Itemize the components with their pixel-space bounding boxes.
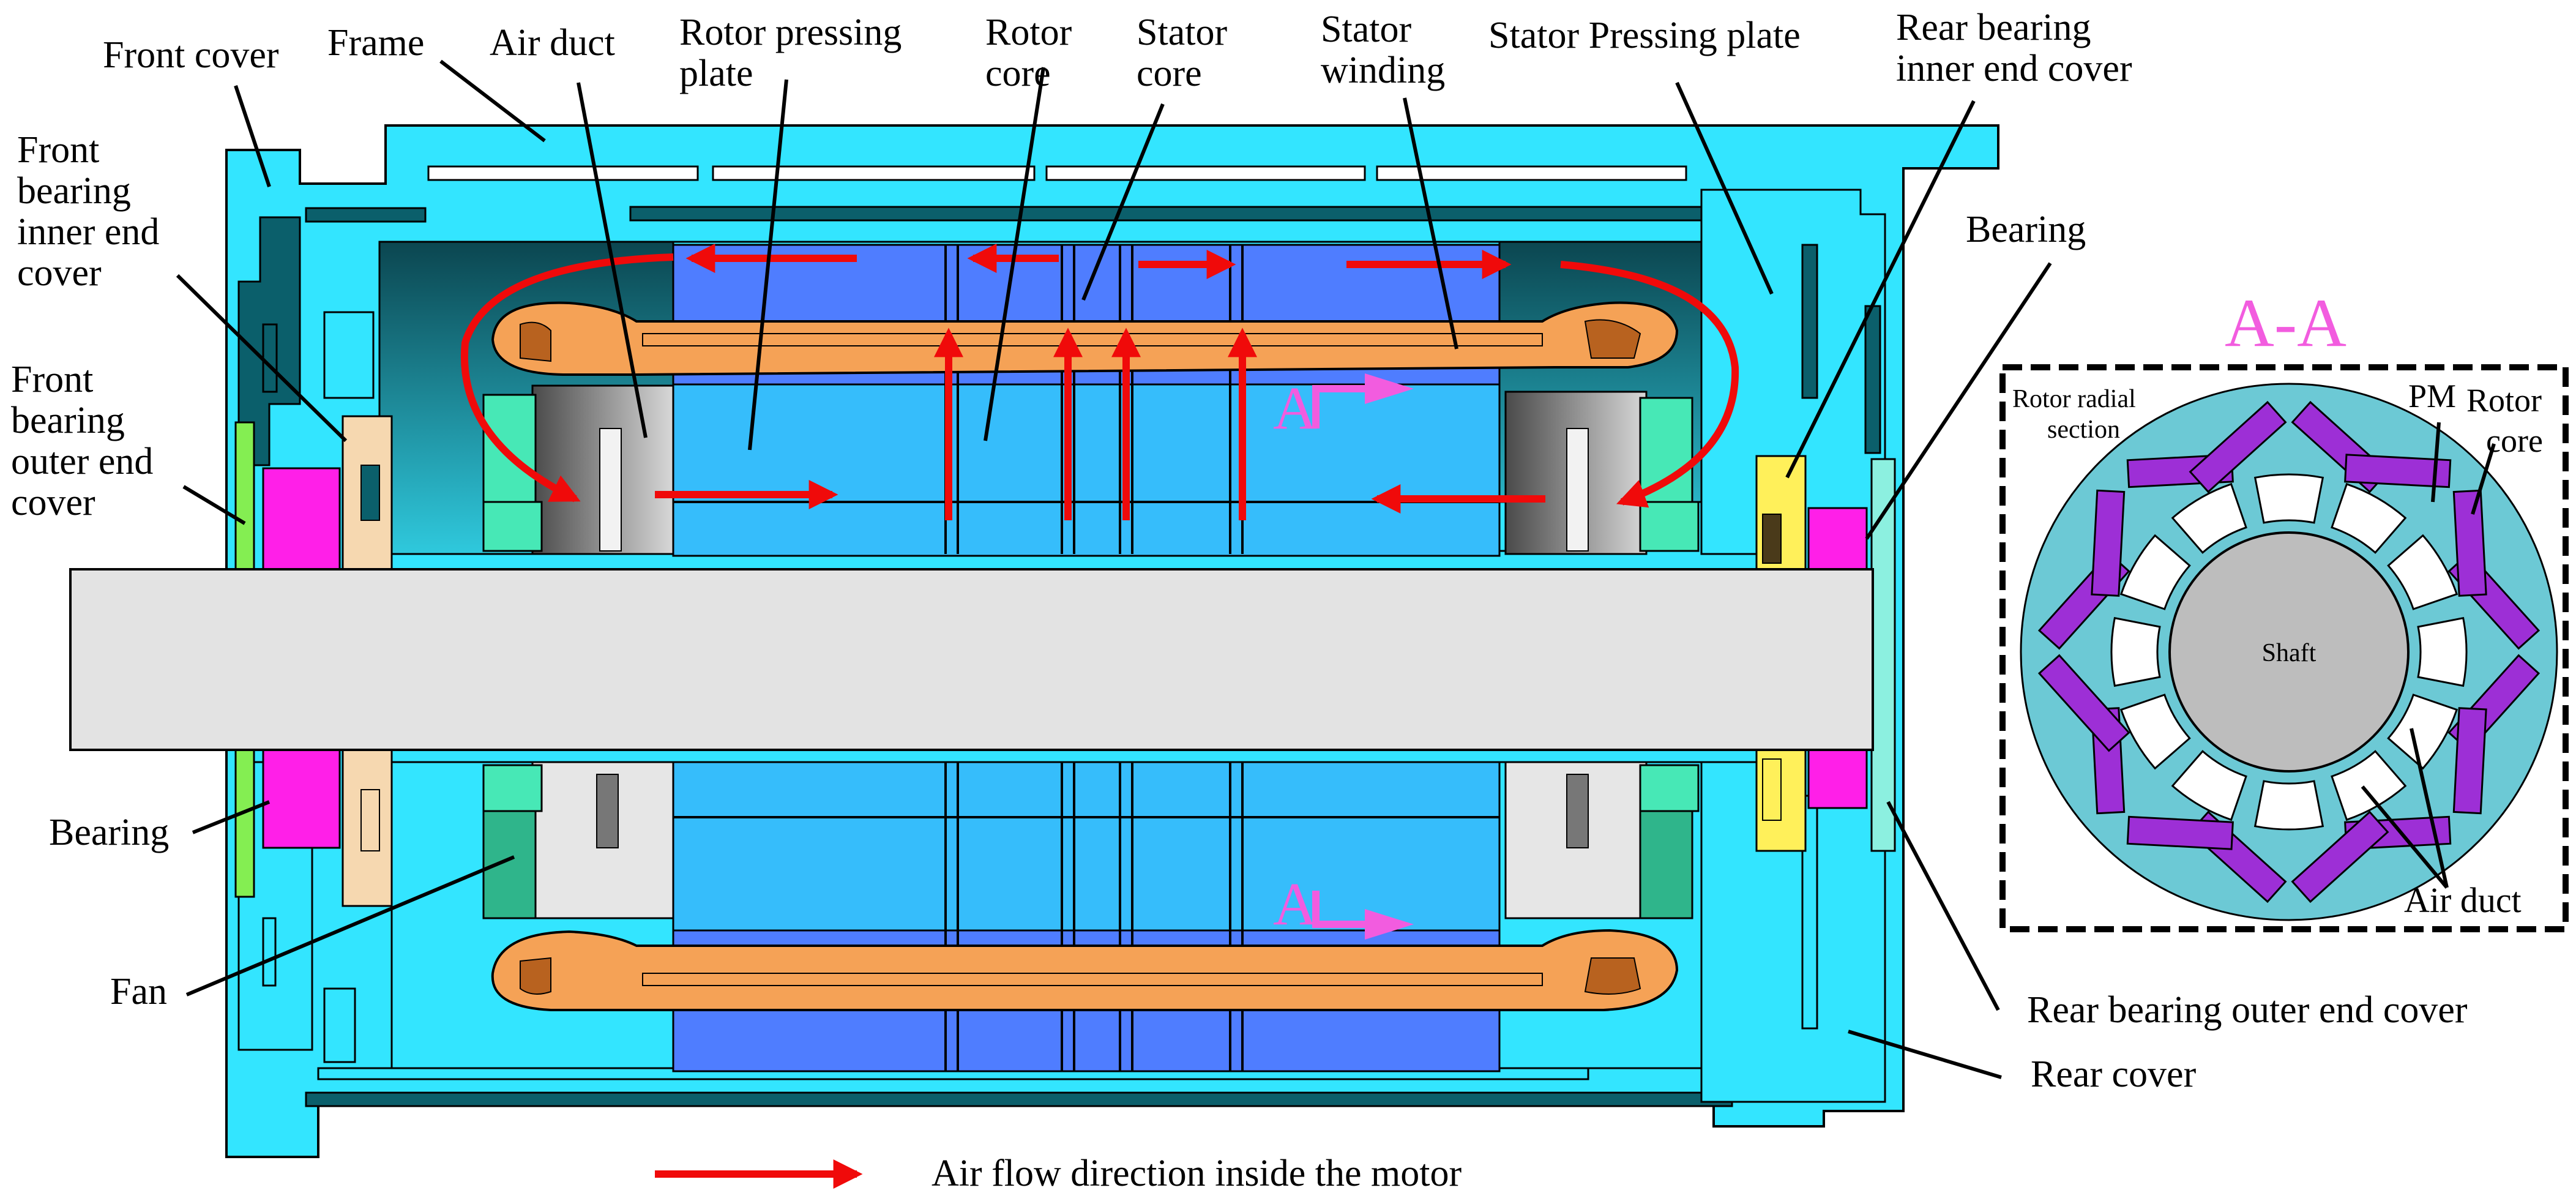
pm-magnet [2291,810,2389,904]
label-front-bearing-outer-end-cover-2: bearing [11,400,125,441]
pm-magnet [2189,400,2287,493]
legend: Air flow direction inside the motor [655,1153,1462,1194]
label-bearing-front: Bearing [49,812,169,853]
pm-magnet [2037,654,2130,752]
pm-magnet [2452,707,2487,815]
label-front-bearing-outer-end-cover-3: outer end [11,441,153,482]
label-rear-bearing-inner-end-cover-2: inner end cover [1896,48,2132,89]
label-air-duct: Air duct [490,22,615,64]
label-rear-bearing-outer-end-cover: Rear bearing outer end cover [2027,989,2468,1031]
leader-lines [176,59,2052,1079]
air-duct-hole [2331,750,2407,821]
label-front-bearing-inner-end-cover-2: bearing [17,170,131,212]
air-duct-hole [2331,482,2407,554]
pm-magnet [2126,815,2234,850]
legend-text: Air flow direction inside the motor [931,1153,1462,1194]
label-front-bearing-inner-end-cover-4: cover [17,252,102,294]
air-duct-hole [2387,534,2458,610]
air-duct-hole [2171,750,2247,821]
shaft [69,568,1874,751]
label-stator-core-1: Stator [1137,12,1227,53]
label-front-bearing-inner-end-cover-1: Front [17,129,99,171]
label-pm: PM [2408,378,2456,414]
label-section-air-duct: Air duct [2404,880,2522,920]
section-title: A-A [2225,285,2346,361]
label-rear-bearing-inner-end-cover-1: Rear bearing [1896,7,2091,48]
air-duct-group [2110,473,2468,831]
stator-winding [491,301,1679,1011]
air-duct-hole [2171,482,2247,554]
label-section-rotor-core-1: Rotor [2466,382,2542,419]
shaft-section [2168,531,2410,773]
label-rotor-core-1: Rotor [985,12,1072,53]
label-stator-winding-1: Stator [1321,9,1411,50]
pm-group [2037,400,2541,904]
airflow-arrows [461,244,1739,520]
air-duct-hole [2417,616,2468,687]
label-front-bearing-inner-end-cover-3: inner end [17,211,159,253]
pm-magnet [2452,489,2487,597]
section-marker-bottom: A [1273,870,1414,940]
label-front-bearing-outer-end-cover-4: cover [11,482,95,523]
stator-rotor-cores [531,244,1648,1072]
label-stator-pressing-plate: Stator Pressing plate [1488,15,1801,56]
section-marker-top: A [1273,373,1414,442]
label-bearing-rear: Bearing [1966,209,2086,250]
label-rotor-pressing-plate-1: Rotor pressing [679,12,902,53]
air-duct-hole [2253,473,2324,524]
label-rotor-pressing-plate-2: plate [679,53,753,94]
air-duct-hole [2110,616,2161,687]
label-front-cover: Front cover [103,34,279,76]
label-shaft: Shaft [2262,639,2317,667]
air-duct-hole [2387,694,2458,770]
section-leader-lines [2361,422,2496,889]
pm-magnet [2344,454,2452,488]
label-fan: Fan [110,971,167,1012]
label-frame: Frame [327,22,424,64]
air-duct-hole [2253,780,2324,831]
label-stator-core-2: core [1137,53,1202,94]
label-rotor-radial-section-1: Rotor radial [2012,385,2136,413]
label-rotor-radial-section-2: section [2047,416,2120,444]
bearings [234,415,1868,907]
label-section-rotor-core-2: core [2486,422,2543,459]
section-a-a: A-A Shaft Rotor radial section PM Rotor … [1999,285,2569,932]
label-rear-cover: Rear cover [2031,1053,2197,1095]
label-front-bearing-outer-end-cover-1: Front [11,359,93,400]
section-label-a: A [1273,870,1317,938]
part-labels: Front cover Frame Air duct Rotor pressin… [11,7,2468,1095]
pm-magnet [2091,489,2126,597]
air-duct-hole [2119,694,2191,770]
air-duct-hole [2119,534,2191,610]
section-frame [1999,364,2569,932]
section-label-a: A [1273,374,1317,442]
label-rotor-core-2: core [985,53,1051,94]
fan [482,394,1700,919]
label-stator-winding-2: winding [1321,50,1445,91]
